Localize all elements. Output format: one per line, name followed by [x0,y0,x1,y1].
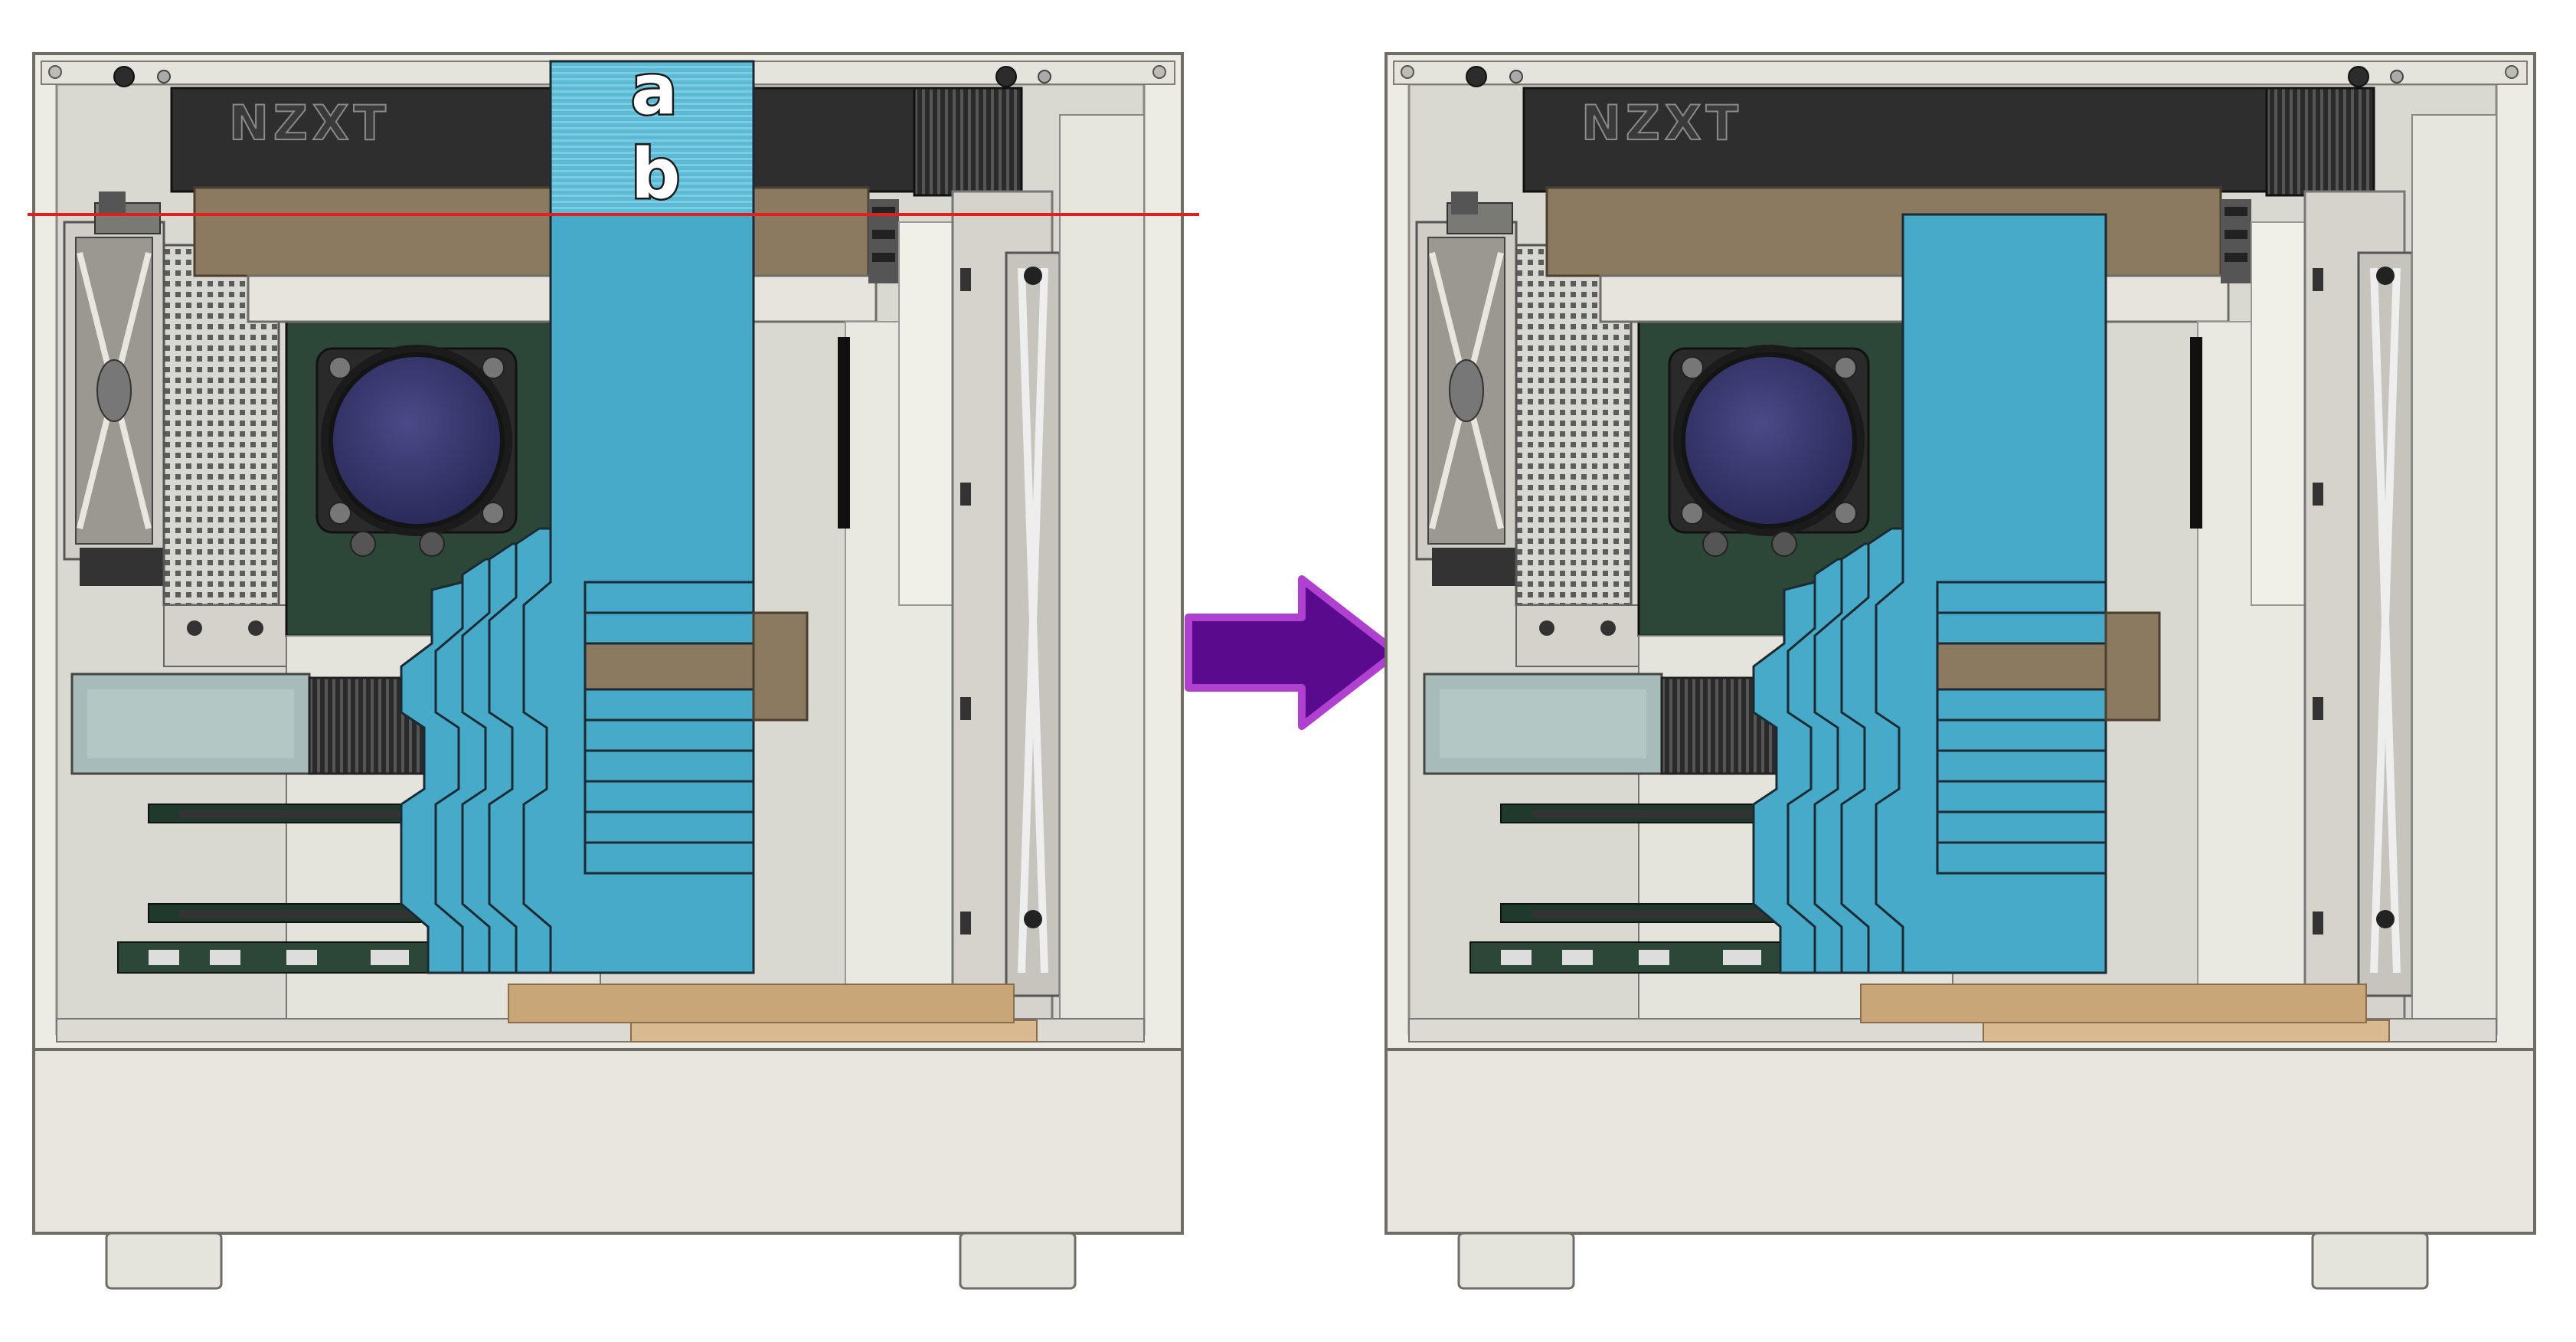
brand-logo-right: NZXT [1581,95,1743,151]
brand-logo-left: NZXT [229,95,391,151]
left-panel: NZXT a b [34,48,1182,1288]
psu-connector-block [752,611,809,722]
connector-slots-after [1936,581,2153,875]
right-panel: NZXT [1386,54,2535,1288]
label-a: a [631,50,678,130]
right-arrow-icon [1185,575,1401,730]
label-b: b [631,134,680,214]
psu-connector-block [2104,611,2161,722]
